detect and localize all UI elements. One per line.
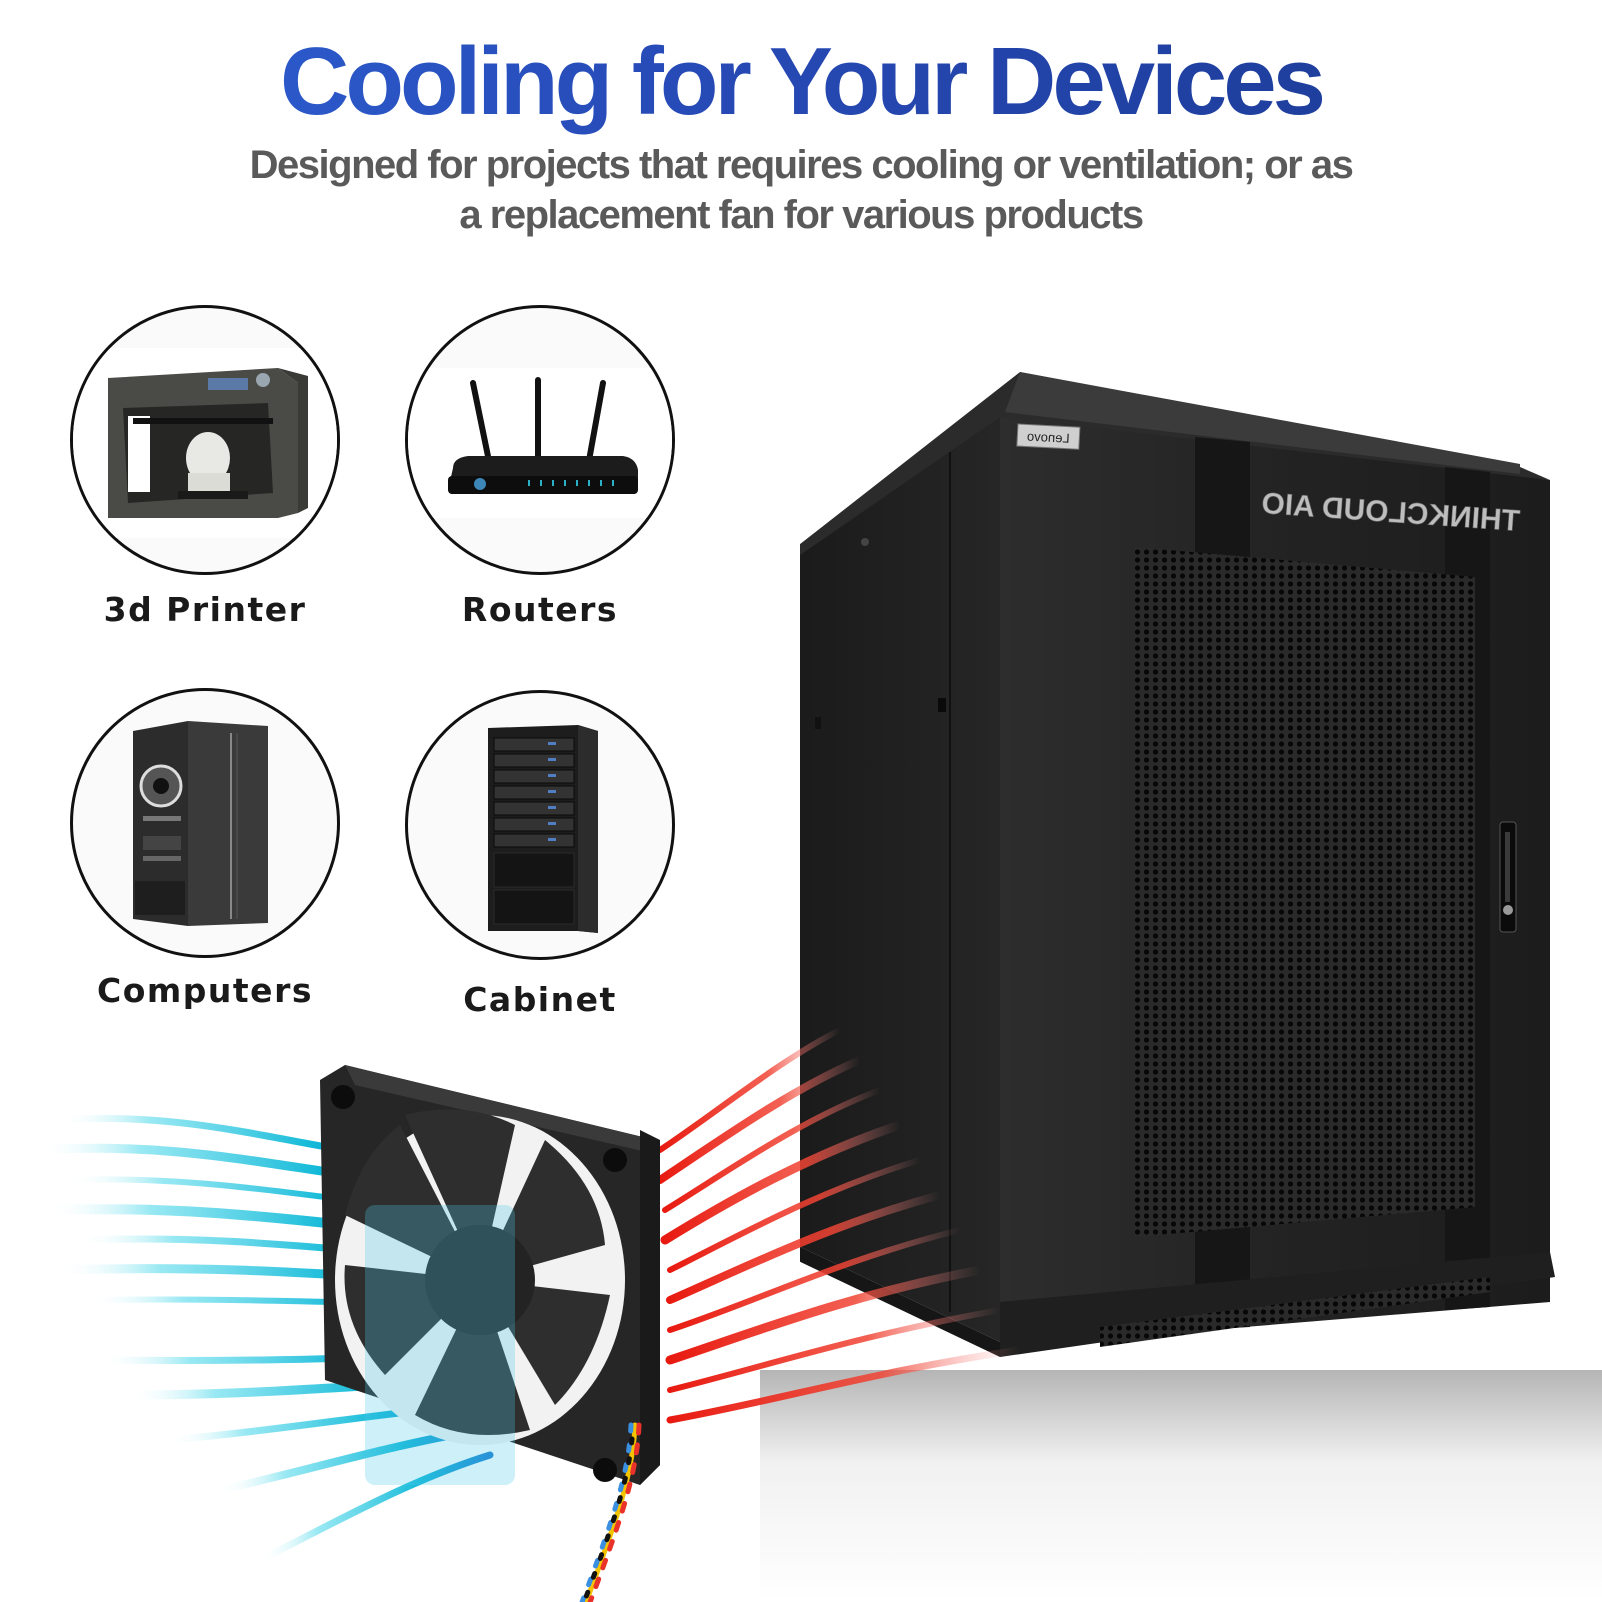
cooling-fan-image	[320, 1065, 660, 1602]
fan-cable	[579, 1422, 642, 1602]
3d-printer-icon	[73, 348, 337, 538]
category-label: 3d Printer	[103, 590, 307, 629]
airflow-graphic	[35, 1027, 1024, 1564]
server-rack-icon	[488, 725, 598, 933]
page-subtitle: Designed for projects that requires cool…	[0, 140, 1602, 240]
computer-tower-icon	[133, 721, 268, 926]
category-circle	[70, 688, 340, 958]
category-label: Routers	[461, 590, 619, 629]
category-circle	[405, 305, 675, 575]
hot-air-streaks	[656, 1027, 1024, 1424]
router-icon	[408, 368, 672, 518]
floor-reflection	[760, 1370, 1602, 1602]
brand-badge-text: Lenovo	[1027, 429, 1070, 446]
category-circle	[405, 690, 675, 960]
category-label: Cabinet	[463, 980, 617, 1019]
category-label: Computers	[97, 971, 313, 1010]
page-title: Cooling for Your Devices	[0, 22, 1602, 142]
category-circle	[70, 305, 340, 575]
network-cabinet-image: Lenovo THINKCLOUD AIO	[800, 372, 1555, 1357]
subtitle-line-2: a replacement fan for various products	[459, 193, 1144, 237]
subtitle-line-1: Designed for projects that requires cool…	[249, 143, 1354, 187]
